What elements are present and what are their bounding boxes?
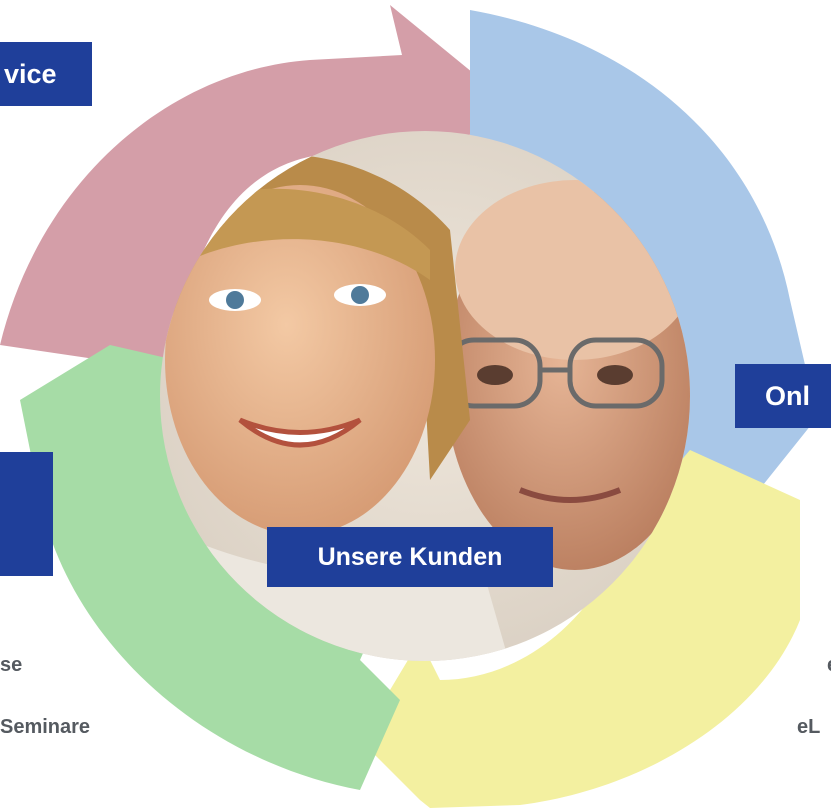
arrow-green bbox=[20, 345, 400, 790]
customer-photo bbox=[160, 131, 690, 661]
label-service: vice bbox=[0, 42, 92, 106]
arrow-pink bbox=[0, 5, 500, 370]
label-online: Onl bbox=[735, 364, 831, 428]
bottom-left-item-2: Seminare bbox=[0, 716, 91, 738]
label-left bbox=[0, 452, 53, 576]
bottom-left-item-1: se bbox=[0, 654, 23, 676]
bottom-right-item-1: e bbox=[827, 654, 831, 677]
arrow-yellow bbox=[360, 450, 800, 808]
center-label: Unsere Kunden bbox=[267, 527, 553, 587]
bottom-right-item-2: eL bbox=[797, 716, 821, 738]
